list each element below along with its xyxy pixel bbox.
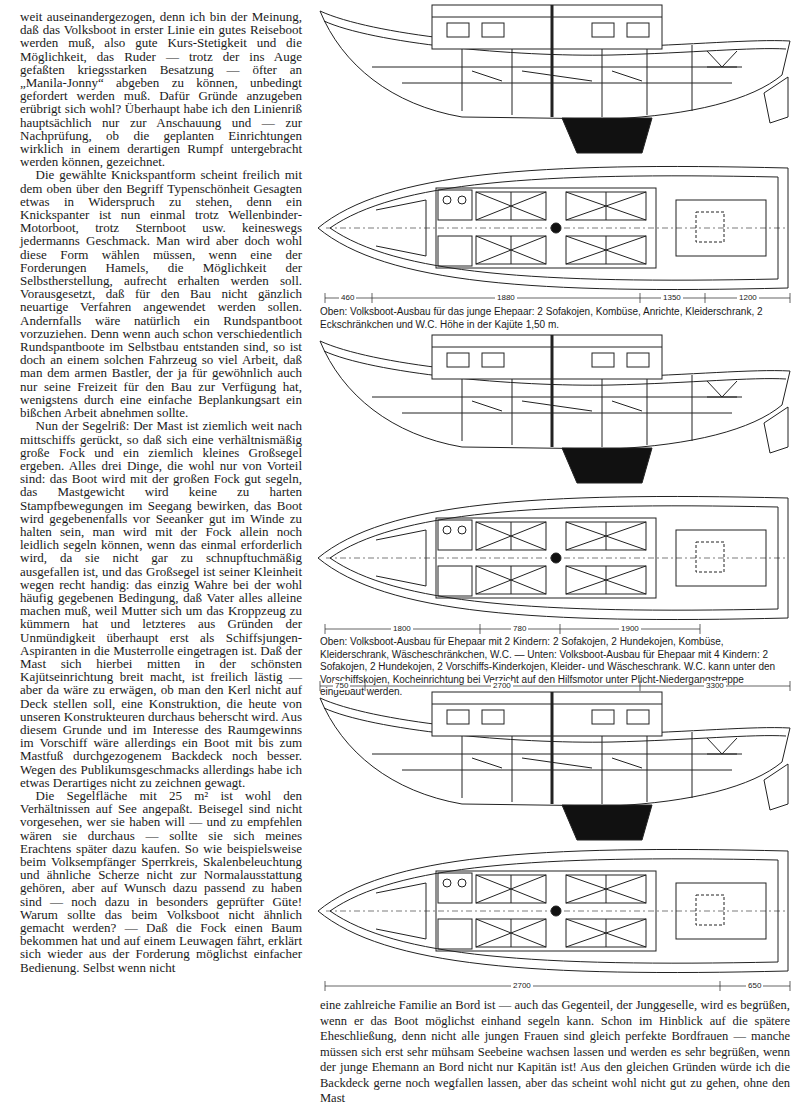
text-column: weit auseinandergezogen, denn ich bin de…: [20, 10, 302, 974]
dimension-label: 1880: [495, 293, 517, 302]
dimension-label: 460: [339, 293, 356, 302]
dimension-label: 1350: [661, 293, 683, 302]
hull-plan: [318, 496, 788, 619]
body-paragraph: weit auseinandergezogen, denn ich bin de…: [20, 10, 302, 168]
dimension-label: 2700: [491, 681, 513, 690]
hull-profile: [320, 692, 790, 840]
figure-caption: Oben: Volksboot-Ausbau für das junge Ehe…: [320, 306, 788, 331]
dimension-label: 1900: [619, 624, 641, 633]
hull-profile: [320, 335, 790, 483]
dimension-line: [325, 981, 790, 991]
body-paragraph: Die Segelfläche mit 25 m² ist wohl den V…: [20, 789, 302, 974]
dimension-label: 2700: [511, 981, 533, 990]
hull-plan: [318, 849, 788, 972]
body-paragraph: Nun der Segelriß: Der Mast ist ziemlich …: [20, 419, 302, 789]
hull-profile: [320, 5, 790, 153]
hull-plan: [318, 166, 788, 289]
dimension-label: 1200: [737, 293, 759, 302]
dimension-label: 1800: [391, 624, 413, 633]
dimension-line: [325, 293, 790, 303]
body-paragraph: eine zahlreiche Familie an Bord ist — au…: [320, 998, 790, 1107]
dimension-label: 750: [333, 681, 350, 690]
dimension-label: 780: [511, 624, 528, 633]
body-paragraph: Die gewählte Knickspantform scheint frei…: [20, 168, 302, 419]
dimension-line: [325, 624, 700, 634]
text-column: eine zahlreiche Familie an Bord ist — au…: [320, 998, 790, 1107]
dimension-label: 650: [746, 981, 763, 990]
dimension-label: 3300: [704, 681, 726, 690]
